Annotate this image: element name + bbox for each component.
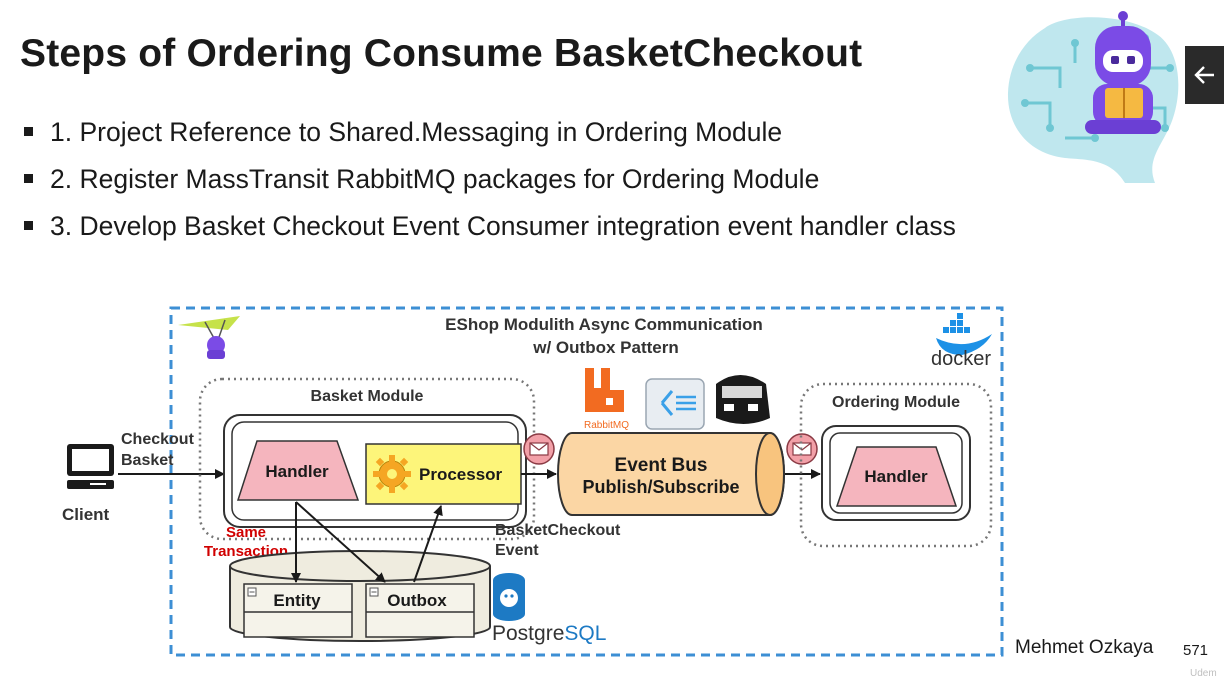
client-computer-icon xyxy=(67,444,114,489)
checkout-basket-label-line1: Checkout xyxy=(121,431,195,448)
arrow-left-icon xyxy=(1193,66,1214,84)
back-navigation-button[interactable] xyxy=(1185,46,1224,104)
entity-label: Entity xyxy=(273,591,321,610)
ordering-module-container xyxy=(799,382,993,548)
bullet-list: 1. Project Reference to Shared.Messaging… xyxy=(24,108,956,249)
event-bus-label-line2: Publish/Subscribe xyxy=(582,477,739,497)
author-name: Mehmet Ozkaya xyxy=(1015,637,1154,658)
postgresql-label: PostgreSQL xyxy=(492,622,606,645)
outbox-label: Outbox xyxy=(387,591,447,610)
checkout-basket-label-line2: Basket xyxy=(121,452,174,469)
message-envelope-icon xyxy=(523,433,555,465)
page-number: 571 xyxy=(1183,642,1209,659)
udemy-watermark: Udem xyxy=(1190,668,1217,679)
bullet-marker xyxy=(24,127,33,136)
masstransit-bus-icon xyxy=(716,375,770,424)
event-bus-cylinder xyxy=(557,432,785,516)
bullet-text: 3. Develop Basket Checkout Event Consume… xyxy=(50,210,956,241)
dotnet-bot-mascot-illustration xyxy=(1007,11,1179,184)
bullet-item: 2. Register MassTransit RabbitMQ package… xyxy=(24,155,956,202)
postgresql-logo xyxy=(493,573,525,621)
bullet-text: 2. Register MassTransit RabbitMQ package… xyxy=(50,163,820,194)
client-label: Client xyxy=(62,505,110,524)
docker-logo: docker xyxy=(931,313,992,370)
azure-service-bus-icon xyxy=(645,378,705,430)
same-transaction-label-line1: Same xyxy=(226,524,266,541)
basket-module-label: Basket Module xyxy=(311,388,424,405)
rabbitmq-logo: RabbitMQ xyxy=(584,368,629,431)
docker-label: docker xyxy=(931,348,991,370)
event-name-line1: BasketCheckout xyxy=(495,522,621,539)
event-bus-label-line1: Event Bus xyxy=(615,455,708,476)
ordering-module-label: Ordering Module xyxy=(832,394,960,411)
gear-icon xyxy=(373,455,411,493)
basket-handler-shape xyxy=(236,440,360,501)
bullet-item: 3. Develop Basket Checkout Event Consume… xyxy=(24,202,956,249)
entity-table xyxy=(243,583,353,638)
docker-boundary xyxy=(169,306,1004,657)
outbox-to-processor-arrow xyxy=(413,505,443,583)
diagram-title-line1: EShop Modulith Async Communication xyxy=(445,315,763,334)
rabbitmq-label: RabbitMQ xyxy=(584,420,629,431)
diagram-title-line2: w/ Outbox Pattern xyxy=(532,338,678,357)
bullet-marker xyxy=(24,221,33,230)
outbox-table xyxy=(365,583,475,638)
slide-title: Steps of Ordering Consume BasketCheckout xyxy=(20,32,863,75)
handler-to-outbox-arrow xyxy=(295,501,386,583)
bullet-text: 1. Project Reference to Shared.Messaging… xyxy=(50,116,783,147)
ordering-handler-shape xyxy=(835,446,958,507)
event-name-line2: Event xyxy=(495,542,539,559)
bullet-item: 1. Project Reference to Shared.Messaging… xyxy=(24,108,956,155)
basket-module-container xyxy=(198,377,536,541)
bullet-marker xyxy=(24,174,33,183)
basket-handler-label: Handler xyxy=(265,462,329,481)
ordering-handler-label: Handler xyxy=(864,467,928,486)
processor-label: Processor xyxy=(419,465,503,484)
glider-mascot-icon xyxy=(178,316,240,359)
